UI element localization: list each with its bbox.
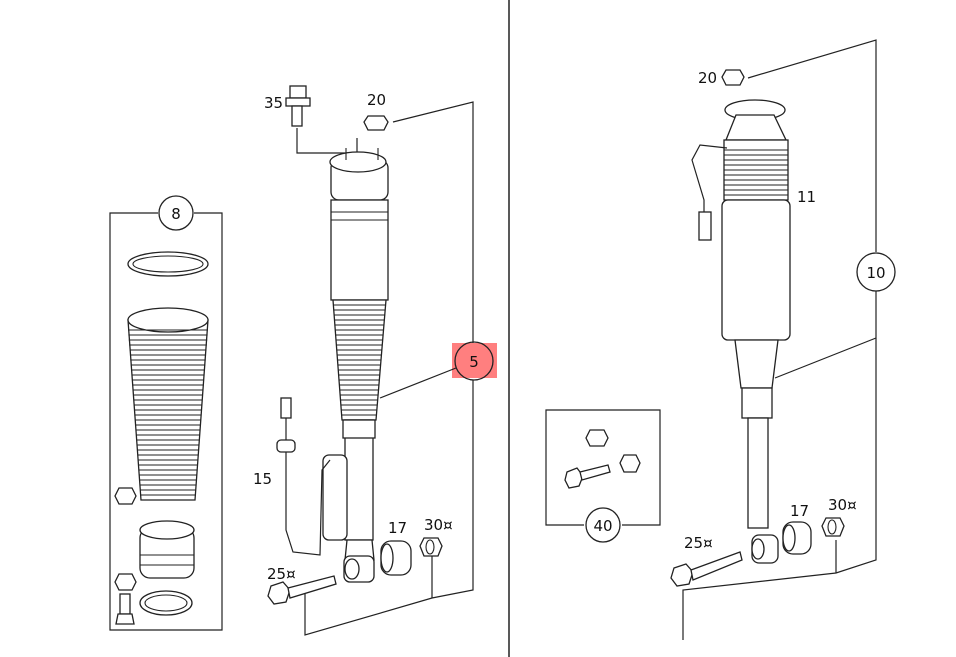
callout-40: 40 (593, 517, 612, 535)
sensor-icon[interactable] (280, 397, 292, 419)
callout-30-left[interactable]: 30¤ (424, 516, 453, 534)
callout-30-right[interactable]: 30¤ (828, 496, 857, 514)
kit-8-group: 8 (109, 195, 223, 631)
strut-10-group: 10 20 11 17 30¤ 25¤ 40 (545, 39, 896, 640)
nut-icon (821, 517, 845, 537)
callout-circle-5[interactable] (454, 341, 494, 381)
nut-icon (114, 487, 137, 505)
callout-circle-8[interactable] (158, 195, 194, 231)
callout-5: 5 (469, 353, 479, 371)
nut-icon (419, 537, 443, 557)
callout-11[interactable]: 11 (797, 188, 816, 206)
callout-17-left[interactable]: 17 (388, 519, 407, 537)
nut-icon (114, 573, 137, 591)
nut-icon (721, 69, 745, 86)
nut-icon (585, 429, 609, 447)
callout-25-right[interactable]: 25¤ (684, 534, 713, 552)
bolt-icon (564, 467, 584, 489)
bolt-icon (267, 581, 291, 605)
accumulator (322, 454, 348, 541)
strut-5-group: 5 35 20 15 17 (253, 85, 497, 636)
callout-20-right[interactable]: 20 (698, 69, 717, 87)
screw-icon (119, 593, 131, 615)
callout-15[interactable]: 15 (253, 470, 272, 488)
nut-icon (363, 115, 389, 131)
callout-20-left[interactable]: 20 (367, 91, 386, 109)
callout-circle-10[interactable] (856, 252, 896, 292)
bolt-icon (670, 563, 694, 587)
callout-10: 10 (866, 264, 885, 282)
nut-icon (619, 454, 641, 473)
callout-8: 8 (171, 205, 181, 223)
line-fitting (698, 211, 712, 241)
callout-35[interactable]: 35 (264, 94, 283, 112)
callout-25-left[interactable]: 25¤ (267, 565, 296, 583)
bolt-icon (289, 85, 307, 99)
callout-17-right[interactable]: 17 (790, 502, 809, 520)
callout-circle-40[interactable] (585, 507, 621, 543)
seal-ring (127, 251, 209, 277)
